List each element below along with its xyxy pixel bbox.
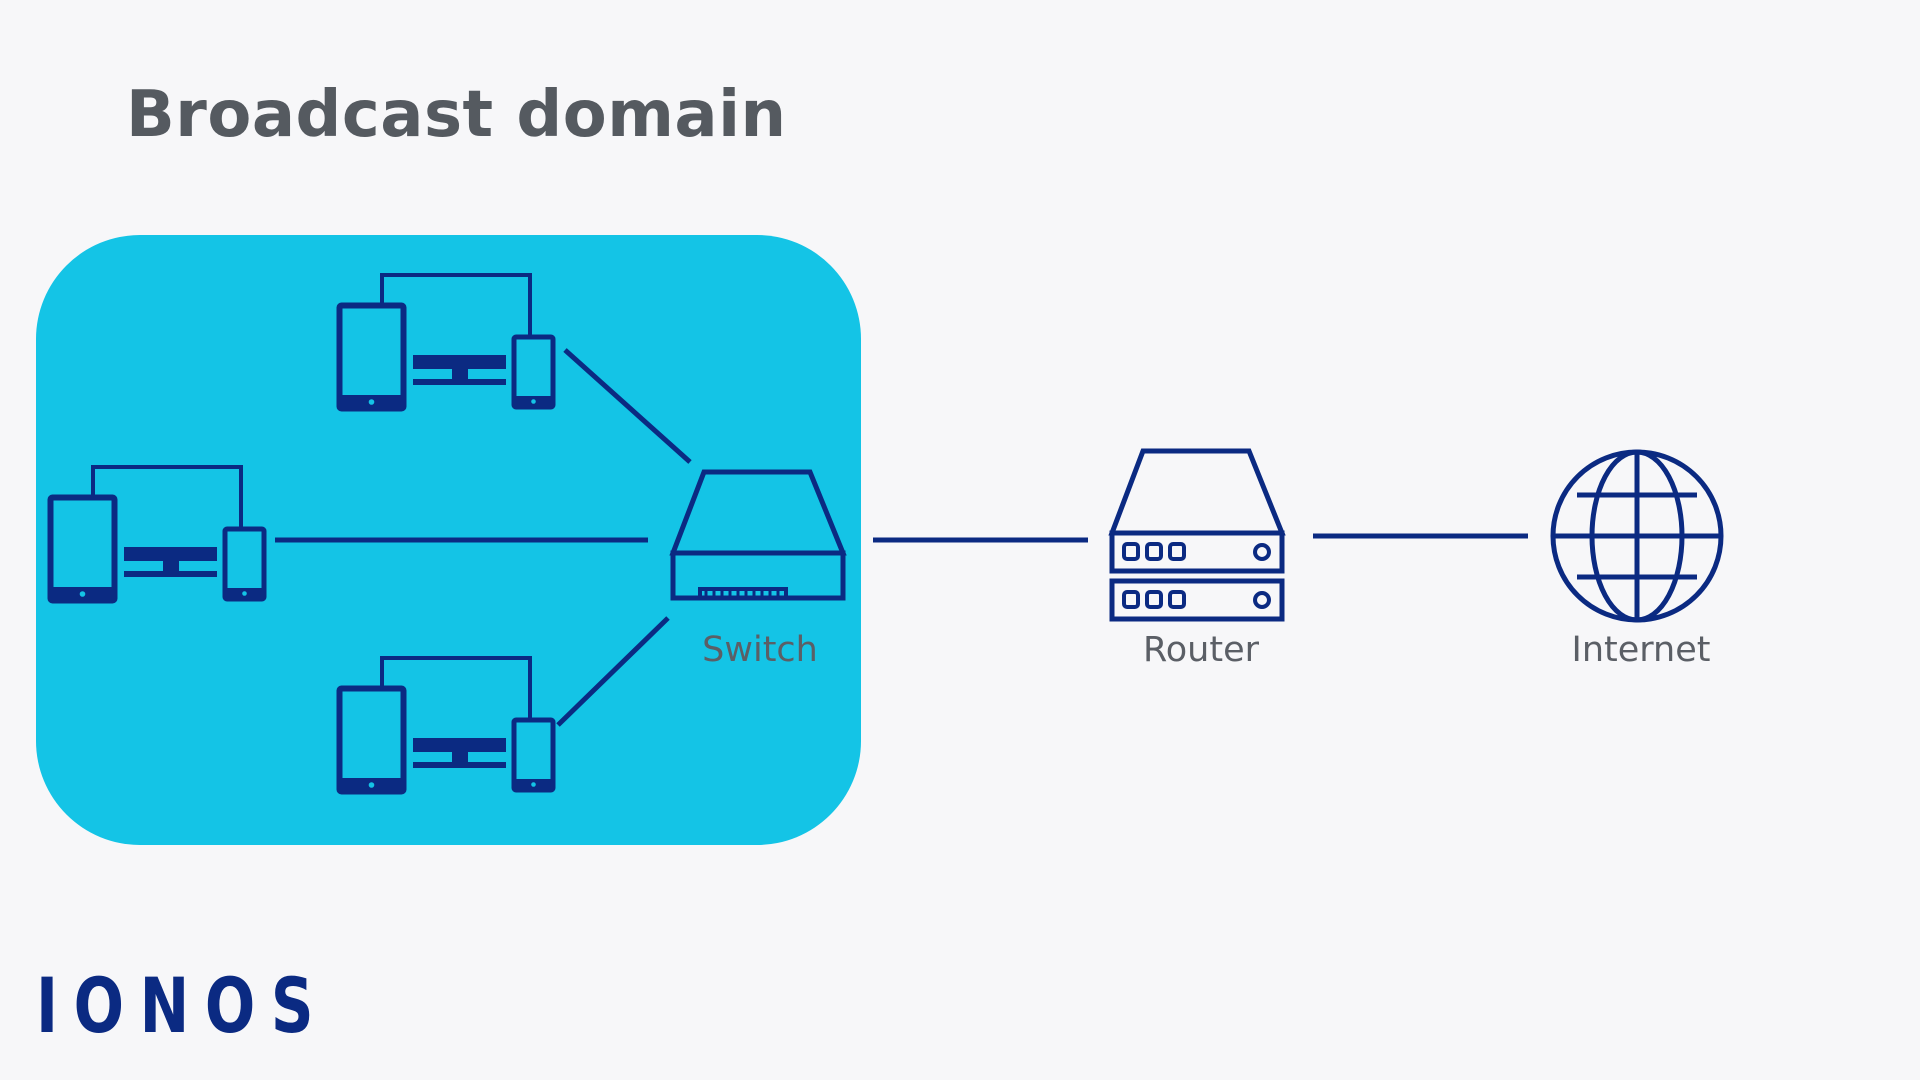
page-title: Broadcast domain xyxy=(126,78,787,152)
switch-icon xyxy=(669,469,847,601)
switch-label: Switch xyxy=(702,630,818,670)
link-bottom-device-switch xyxy=(556,616,670,727)
router-icon xyxy=(1108,448,1286,622)
link-top-device-switch xyxy=(563,348,692,464)
router-label: Router xyxy=(1143,630,1259,670)
internet-label: Internet xyxy=(1571,630,1711,670)
globe-icon xyxy=(1550,449,1724,623)
ionos-logo: IONOS xyxy=(36,961,330,1050)
